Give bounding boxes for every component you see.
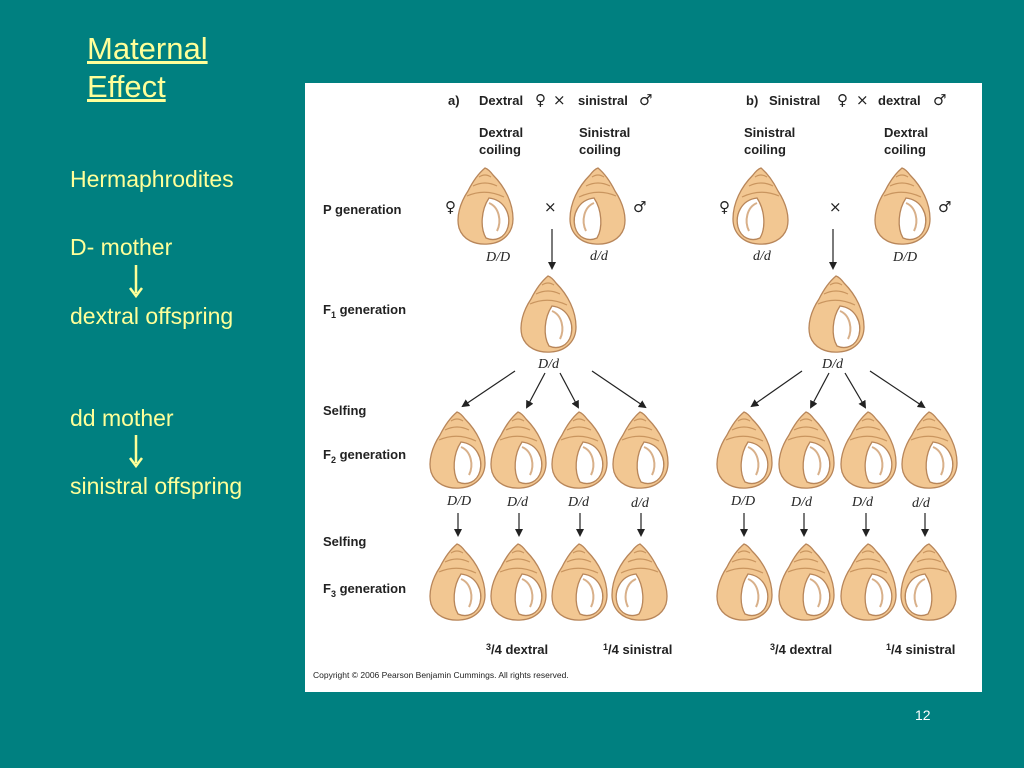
cross-symbol-icon: × (544, 198, 557, 216)
cross-a-female: Dextral (479, 93, 523, 108)
genotype-label: D/d (790, 495, 813, 510)
arrow-icon (559, 372, 579, 409)
genetics-figure: a) Dextral ♀ × sinistral ♂ b) Sinistral … (305, 83, 982, 692)
slide-title: Maternal Effect (87, 30, 208, 106)
dextral-shell-icon (429, 543, 486, 621)
male-symbol-icon: ♂ (633, 198, 646, 216)
genotype-label: D/D (892, 250, 917, 265)
female-symbol-icon: ♀ (535, 91, 546, 109)
dextral-shell-icon (551, 543, 608, 621)
dextral-shell-icon (490, 411, 547, 489)
coiling-label: coiling (744, 142, 786, 157)
ratio-dextral: 3/4 dextral (486, 642, 548, 657)
female-symbol-icon: ♀ (445, 198, 456, 216)
dextral-shell-icon (551, 411, 608, 489)
dextral-shell-icon (778, 543, 835, 621)
female-symbol-icon: ♀ (719, 198, 730, 216)
arrow-icon (869, 370, 926, 409)
cross-b-female: Sinistral (769, 93, 820, 108)
coiling-label: coiling (884, 142, 926, 157)
genotype-label: d/d (590, 249, 609, 264)
dextral-shell-icon (874, 167, 931, 245)
ratio-sinistral: 1/4 sinistral (603, 642, 672, 657)
hermaphrodites-text: Hermaphrodites (70, 166, 234, 192)
row-label-f3: F3 generation (323, 581, 406, 599)
sinistral-shell-icon (901, 544, 956, 620)
cross-a-male: sinistral (578, 93, 628, 108)
dextral-shell-icon (716, 411, 773, 489)
dextral-shell-icon (840, 411, 897, 489)
dextral-shell-icon (716, 543, 773, 621)
dextral-offspring-text: dextral offspring (70, 303, 234, 329)
genotype-label: d/d (753, 249, 772, 264)
coiling-label: Sinistral (579, 125, 630, 140)
title-line-2: Effect (87, 69, 166, 104)
ratio-dextral: 3/4 dextral (770, 642, 832, 657)
genotype-label: d/d (912, 496, 931, 511)
dextral-shell-icon (612, 411, 669, 489)
coiling-label: coiling (579, 142, 621, 157)
copyright-text: Copyright © 2006 Pearson Benjamin Cummin… (313, 670, 569, 680)
arrow-icon (591, 370, 647, 409)
genotype-label: D/d (567, 495, 590, 510)
dextral-shell-icon (429, 411, 486, 489)
dextral-shell-icon (808, 275, 865, 353)
cross-symbol-icon: × (829, 198, 842, 216)
sinistral-shell-icon (733, 168, 788, 244)
d-mother-text: D- mother (70, 234, 173, 260)
cross-a-label: a) (448, 93, 460, 108)
male-symbol-icon: ♂ (933, 91, 946, 109)
arrow-icon (844, 372, 867, 409)
page-number: 12 (915, 707, 931, 723)
sinistral-offspring-text: sinistral offspring (70, 473, 243, 499)
sinistral-shell-icon (570, 168, 625, 244)
dextral-shell-icon (901, 411, 958, 489)
dextral-shell-icon (840, 543, 897, 621)
genotype-label: D/D (730, 494, 755, 509)
arrow-icon (750, 370, 803, 408)
dextral-shell-icon (778, 411, 835, 489)
genotype-label: D/d (851, 495, 874, 510)
cross-b-male: dextral (878, 93, 921, 108)
male-symbol-icon: ♂ (639, 91, 652, 109)
sinistral-shell-icon (612, 544, 667, 620)
maternal-effect-diagram: a) Dextral ♀ × sinistral ♂ b) Sinistral … (313, 91, 958, 680)
arrow-icon (461, 370, 516, 408)
coiling-label: Dextral (884, 125, 928, 140)
male-symbol-icon: ♂ (938, 198, 951, 216)
dd-mother-text: dd mother (70, 405, 174, 431)
row-label-selfing: Selfing (323, 534, 366, 549)
dextral-shell-icon (520, 275, 577, 353)
genotype-label: D/D (485, 250, 510, 265)
cross-symbol-icon: × (856, 91, 869, 109)
cross-symbol-icon: × (553, 91, 566, 109)
genotype-label: D/d (506, 495, 529, 510)
row-label-f2: F2 generation (323, 447, 406, 465)
genotype-label: D/D (446, 494, 471, 509)
genotype-label: D/d (821, 357, 844, 372)
row-label-f1: F1 generation (323, 302, 406, 320)
dextral-shell-icon (490, 543, 547, 621)
coiling-label: Dextral (479, 125, 523, 140)
female-symbol-icon: ♀ (837, 91, 848, 109)
arrow-icon (810, 372, 830, 409)
arrow-icon (526, 372, 546, 409)
coiling-label: Sinistral (744, 125, 795, 140)
down-arrow-icon (129, 435, 143, 469)
down-arrow-icon (129, 265, 143, 299)
genotype-label: d/d (631, 496, 650, 511)
dextral-shell-icon (457, 167, 514, 245)
genotype-label: D/d (537, 357, 560, 372)
cross-b-label: b) (746, 93, 758, 108)
title-line-1: Maternal (87, 31, 208, 66)
ratio-sinistral: 1/4 sinistral (886, 642, 955, 657)
coiling-label: coiling (479, 142, 521, 157)
row-label-p: P generation (323, 202, 402, 217)
row-label-selfing: Selfing (323, 403, 366, 418)
